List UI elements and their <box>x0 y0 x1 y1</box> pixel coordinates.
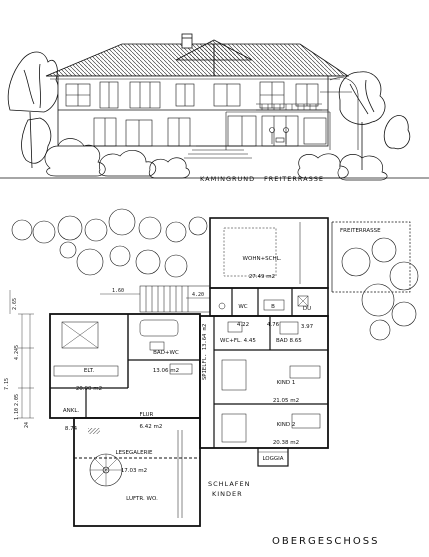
room-bad-wc: BAD+WC 13.06 m2 <box>138 338 194 380</box>
terrace-label: FREITERRASSE <box>340 228 381 234</box>
trees-left <box>7 51 59 169</box>
connector-stair <box>139 285 211 313</box>
front-steps <box>184 145 252 159</box>
plan-trees <box>11 208 419 341</box>
room-elt-area: 20.90 m2 <box>75 386 103 392</box>
lower-windows <box>93 115 327 147</box>
dimension-lines <box>9 290 210 419</box>
room-du-name: DU <box>302 306 312 312</box>
room-wc-area: 4.22 <box>236 322 250 328</box>
dim-7: 1.10 <box>14 407 20 420</box>
room-lesegalerie-area: 17.03 m2 <box>120 468 148 474</box>
room-kind1-area: 21.05 m2 <box>272 398 300 404</box>
floor-plan <box>9 208 419 527</box>
room-bad-wc-area: 13.06 m2 <box>152 368 180 374</box>
lower-block <box>73 417 201 527</box>
room-kind1-name: KIND 1 <box>276 380 296 386</box>
upper-windows <box>65 81 319 109</box>
room-du: DU 3.97 <box>296 294 318 336</box>
room-bad-wc-name: BAD+WC <box>153 350 179 356</box>
room-kind2: KIND 2 20.38 m2 <box>266 410 306 452</box>
freiterrasse <box>331 221 411 293</box>
room-ankl-area: 8.74 <box>64 426 78 432</box>
room-wohn-name: WOHN+SCHL. <box>242 256 282 262</box>
terrace-figures <box>269 127 289 144</box>
room-ankl: ANKL. 8.74 <box>58 396 84 438</box>
trees-right <box>338 71 411 170</box>
dim-5: 7.15 <box>4 377 10 390</box>
room-luftraum: LUFTR. WO. <box>126 496 158 502</box>
room-elt-name: ELT. <box>83 368 95 374</box>
room-lesegalerie-name: LESEGALERIE <box>115 450 153 456</box>
balcony-railing <box>256 103 322 111</box>
room-wc: WC 4.22 <box>234 292 252 334</box>
room-b-area: 4.76 <box>266 322 280 328</box>
dim-6: 2.05 <box>14 393 20 406</box>
room-wc-name: WC <box>238 304 248 310</box>
room-bad: BAD 8.65 <box>276 338 302 344</box>
room-loggia: LOGGIA <box>262 456 284 462</box>
room-lesegalerie: LESEGALERIE 17.03 m2 <box>108 438 160 480</box>
room-du-area: 3.97 <box>300 324 314 330</box>
room-wohn: WOHN+SCHL. 27.49 m2 <box>222 244 302 286</box>
room-spielfl: SPIELFL. 13.64 m2 <box>202 323 208 380</box>
right-block <box>199 315 329 467</box>
dim-1: 1.60 <box>112 288 125 294</box>
room-elt: ELT. 20.90 m2 <box>64 356 114 398</box>
wing-label-kinder: KINDER <box>212 490 243 498</box>
dim-3: 2.65 <box>12 297 18 310</box>
shrubs <box>44 138 388 181</box>
room-wc-fl: WC+FL. 4.45 <box>220 338 256 344</box>
room-b-name: B <box>271 304 275 310</box>
room-b: B 4.76 <box>262 292 284 334</box>
plan-title: OBERGESCHOSS <box>272 536 380 547</box>
room-kind2-name: KIND 2 <box>276 422 296 428</box>
dim-8: 24 <box>24 421 30 428</box>
house-elevation <box>0 33 429 181</box>
elevation-caption-left: KAMINGRUND <box>200 175 256 183</box>
elevation-caption-right: FREITERRASSE <box>264 175 324 183</box>
room-ankl-name: ANKL. <box>62 408 80 414</box>
room-kind2-area: 20.38 m2 <box>272 440 300 446</box>
room-kind1: KIND 1 21.05 m2 <box>266 368 306 410</box>
room-flur-area: 6.42 m2 <box>139 424 163 430</box>
wing-label-schlafen: SCHLAFEN <box>208 480 251 488</box>
dim-2: 4.20 <box>192 292 205 298</box>
pergola <box>225 77 359 150</box>
room-flur: FLUR 6.42 m2 <box>136 406 163 430</box>
room-flur-name: FLUR <box>139 412 154 418</box>
room-wohn-area: 27.49 m2 <box>248 274 276 280</box>
dim-4: 4.245 <box>14 344 20 360</box>
